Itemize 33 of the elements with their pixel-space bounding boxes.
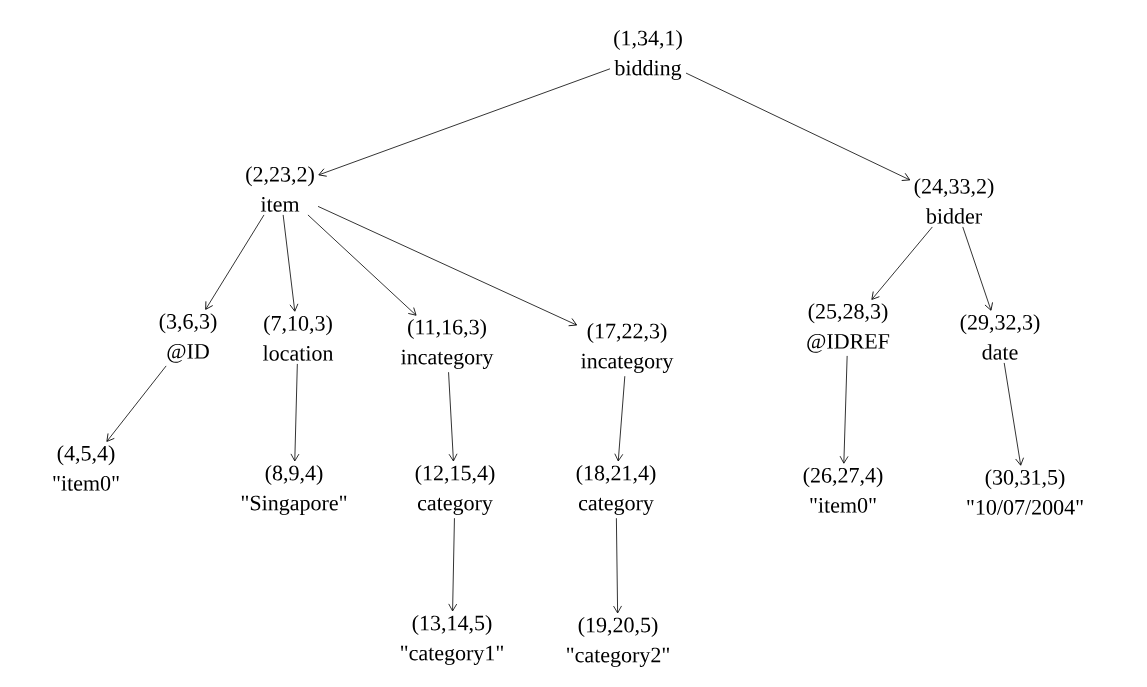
arrow	[318, 68, 611, 177]
arrow	[317, 206, 578, 327]
tree-node-label: (25,28,3) @IDREF	[807, 303, 890, 353]
tree-node-label: (24,33,2) bidder	[914, 178, 994, 224]
tree-node-label: (12,15,4) category	[415, 465, 495, 515]
tree-node-label: (3,6,3) @ID	[159, 313, 217, 363]
arrow	[685, 72, 911, 181]
arrow	[448, 371, 458, 462]
arrow	[614, 375, 626, 462]
tree-node-label: (4,5,4) "item0"	[53, 445, 119, 491]
tree-node-label: (30,31,5) "10/07/2004"	[967, 469, 1083, 515]
tree-node-label: (29,32,3) date	[960, 314, 1040, 360]
arrow	[106, 365, 167, 442]
arrow	[839, 355, 849, 464]
tree-node-label: (19,20,5) "category2"	[567, 617, 669, 667]
tree-node-label: (8,9,4) "Singapore"	[241, 465, 347, 515]
arrow	[871, 226, 933, 300]
arrow	[205, 214, 265, 310]
arrow	[307, 214, 417, 316]
tree-node-label: (18,21,4) category	[576, 465, 656, 515]
tree-node-label: (2,23,2) item	[246, 166, 314, 212]
tree-node-label: (26,27,4) "item0"	[803, 467, 883, 513]
arrow	[282, 214, 299, 312]
arrow	[290, 363, 300, 462]
arrow	[1003, 362, 1024, 466]
arrow	[448, 517, 458, 612]
tree-node-label: (1,34,1) bidding	[614, 30, 682, 80]
arrow	[962, 226, 993, 311]
tree-node-label: (13,14,5) "category1"	[401, 615, 503, 665]
tree-node-label: (11,16,3) incategory	[401, 319, 494, 369]
tree-node-label: (7,10,3) location	[263, 315, 334, 361]
tree-node-label: (17,22,3) incategory	[581, 323, 674, 373]
arrow	[613, 517, 622, 614]
